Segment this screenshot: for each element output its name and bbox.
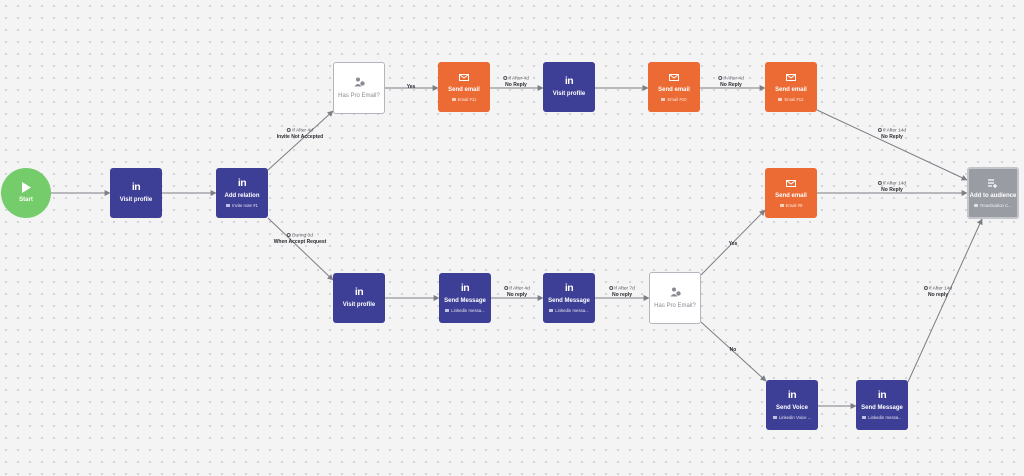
note-icon <box>779 204 784 208</box>
mail-icon <box>786 179 796 187</box>
clock-icon <box>609 286 614 290</box>
clock-icon <box>503 76 508 80</box>
clock-icon <box>287 128 292 132</box>
add-to-audience-node[interactable]: Add to audience Reactivation C... <box>967 167 1019 219</box>
send-message-node-1[interactable]: in Send Message Linkedin messa... <box>439 273 491 323</box>
edge-label-no-reply-b: If After 4d No Reply <box>718 76 744 89</box>
send-message-node-3[interactable]: in Send Message Linkedin messa... <box>856 380 908 430</box>
linkedin-icon: in <box>131 181 141 194</box>
microphone-icon <box>772 416 777 420</box>
edge-label-no-reply-f: If After 7d No reply <box>609 286 635 299</box>
edge-label-invite-not-accepted: If After 4d Invite Not Accepted <box>276 128 324 141</box>
linkedin-icon: in <box>354 286 364 299</box>
linkedin-icon: in <box>564 75 574 88</box>
note-icon <box>778 98 783 102</box>
user-check-icon <box>354 77 365 87</box>
send-email-node-9[interactable]: Send email Email #9 <box>765 168 817 218</box>
note-icon <box>226 204 231 208</box>
edge-label-no-bottom: No <box>729 347 737 353</box>
edge-add-relation-visit-profile-3 <box>267 217 334 281</box>
list-add-icon <box>988 179 997 188</box>
audience-icon <box>974 204 979 208</box>
mail-icon <box>669 73 679 81</box>
edge-has-pro-email-2-send-voice <box>700 321 767 382</box>
edge-send-message-3-add-to-audience <box>907 218 983 383</box>
note-icon <box>661 98 666 102</box>
linkedin-icon: in <box>237 176 247 189</box>
has-pro-email-node-2[interactable]: Has Pro Email? <box>649 272 701 324</box>
visit-profile-node-2[interactable]: in Visit profile <box>543 62 595 112</box>
linkedin-icon: in <box>877 388 887 401</box>
send-email-node-10[interactable]: Send email Email #10 <box>648 62 700 112</box>
edge-label-no-reply-d: If After 14d No Reply <box>877 181 906 194</box>
start-node[interactable]: Start <box>1 168 51 218</box>
play-icon <box>22 182 31 194</box>
clock-icon <box>877 181 882 185</box>
edge-label-yes-top: Yes <box>406 84 416 90</box>
edge-add-relation-has-pro-email <box>267 110 334 171</box>
edge-label-no-reply-a: If After 4d No Reply <box>503 76 529 89</box>
linkedin-icon: in <box>564 281 574 294</box>
clock-icon <box>287 233 292 237</box>
clock-icon <box>718 76 723 80</box>
edge-label-no-reply-e: If After 4d No reply <box>504 286 530 299</box>
send-email-node-11[interactable]: Send email Email #11 <box>438 62 490 112</box>
message-icon <box>549 309 554 313</box>
mail-icon <box>786 73 796 81</box>
user-check-icon <box>670 287 681 297</box>
visit-profile-node-3[interactable]: in Visit profile <box>333 273 385 323</box>
edge-has-pro-email-2-send-email-9 <box>700 209 766 276</box>
send-email-node-12[interactable]: Send email Email #12 <box>765 62 817 112</box>
edge-send-email-12-add-to-audience <box>816 109 968 181</box>
has-pro-email-node-1[interactable]: Has Pro Email? <box>333 62 385 114</box>
clock-icon <box>923 286 928 290</box>
clock-icon <box>877 128 882 132</box>
mail-icon <box>459 73 469 81</box>
message-icon <box>445 309 450 313</box>
add-relation-node[interactable]: in Add relation Invite note #1 <box>216 168 268 218</box>
edge-label-no-reply-g: If After 14d No reply <box>923 286 952 299</box>
message-icon <box>862 416 867 420</box>
linkedin-icon: in <box>460 281 470 294</box>
send-voice-node[interactable]: in Send Voice Linkedin Voice ... <box>766 380 818 430</box>
visit-profile-node-1[interactable]: in Visit profile <box>110 168 162 218</box>
note-icon <box>451 98 456 102</box>
edge-label-yes-bottom: Yes <box>728 241 738 247</box>
send-message-node-2[interactable]: in Send Message Linkedin messa... <box>543 273 595 323</box>
clock-icon <box>504 286 509 290</box>
linkedin-icon: in <box>787 388 797 401</box>
edge-label-when-accept-request: During 0d When Accept Request <box>273 233 327 246</box>
edge-label-no-reply-c: If After 14d No Reply <box>877 128 906 141</box>
